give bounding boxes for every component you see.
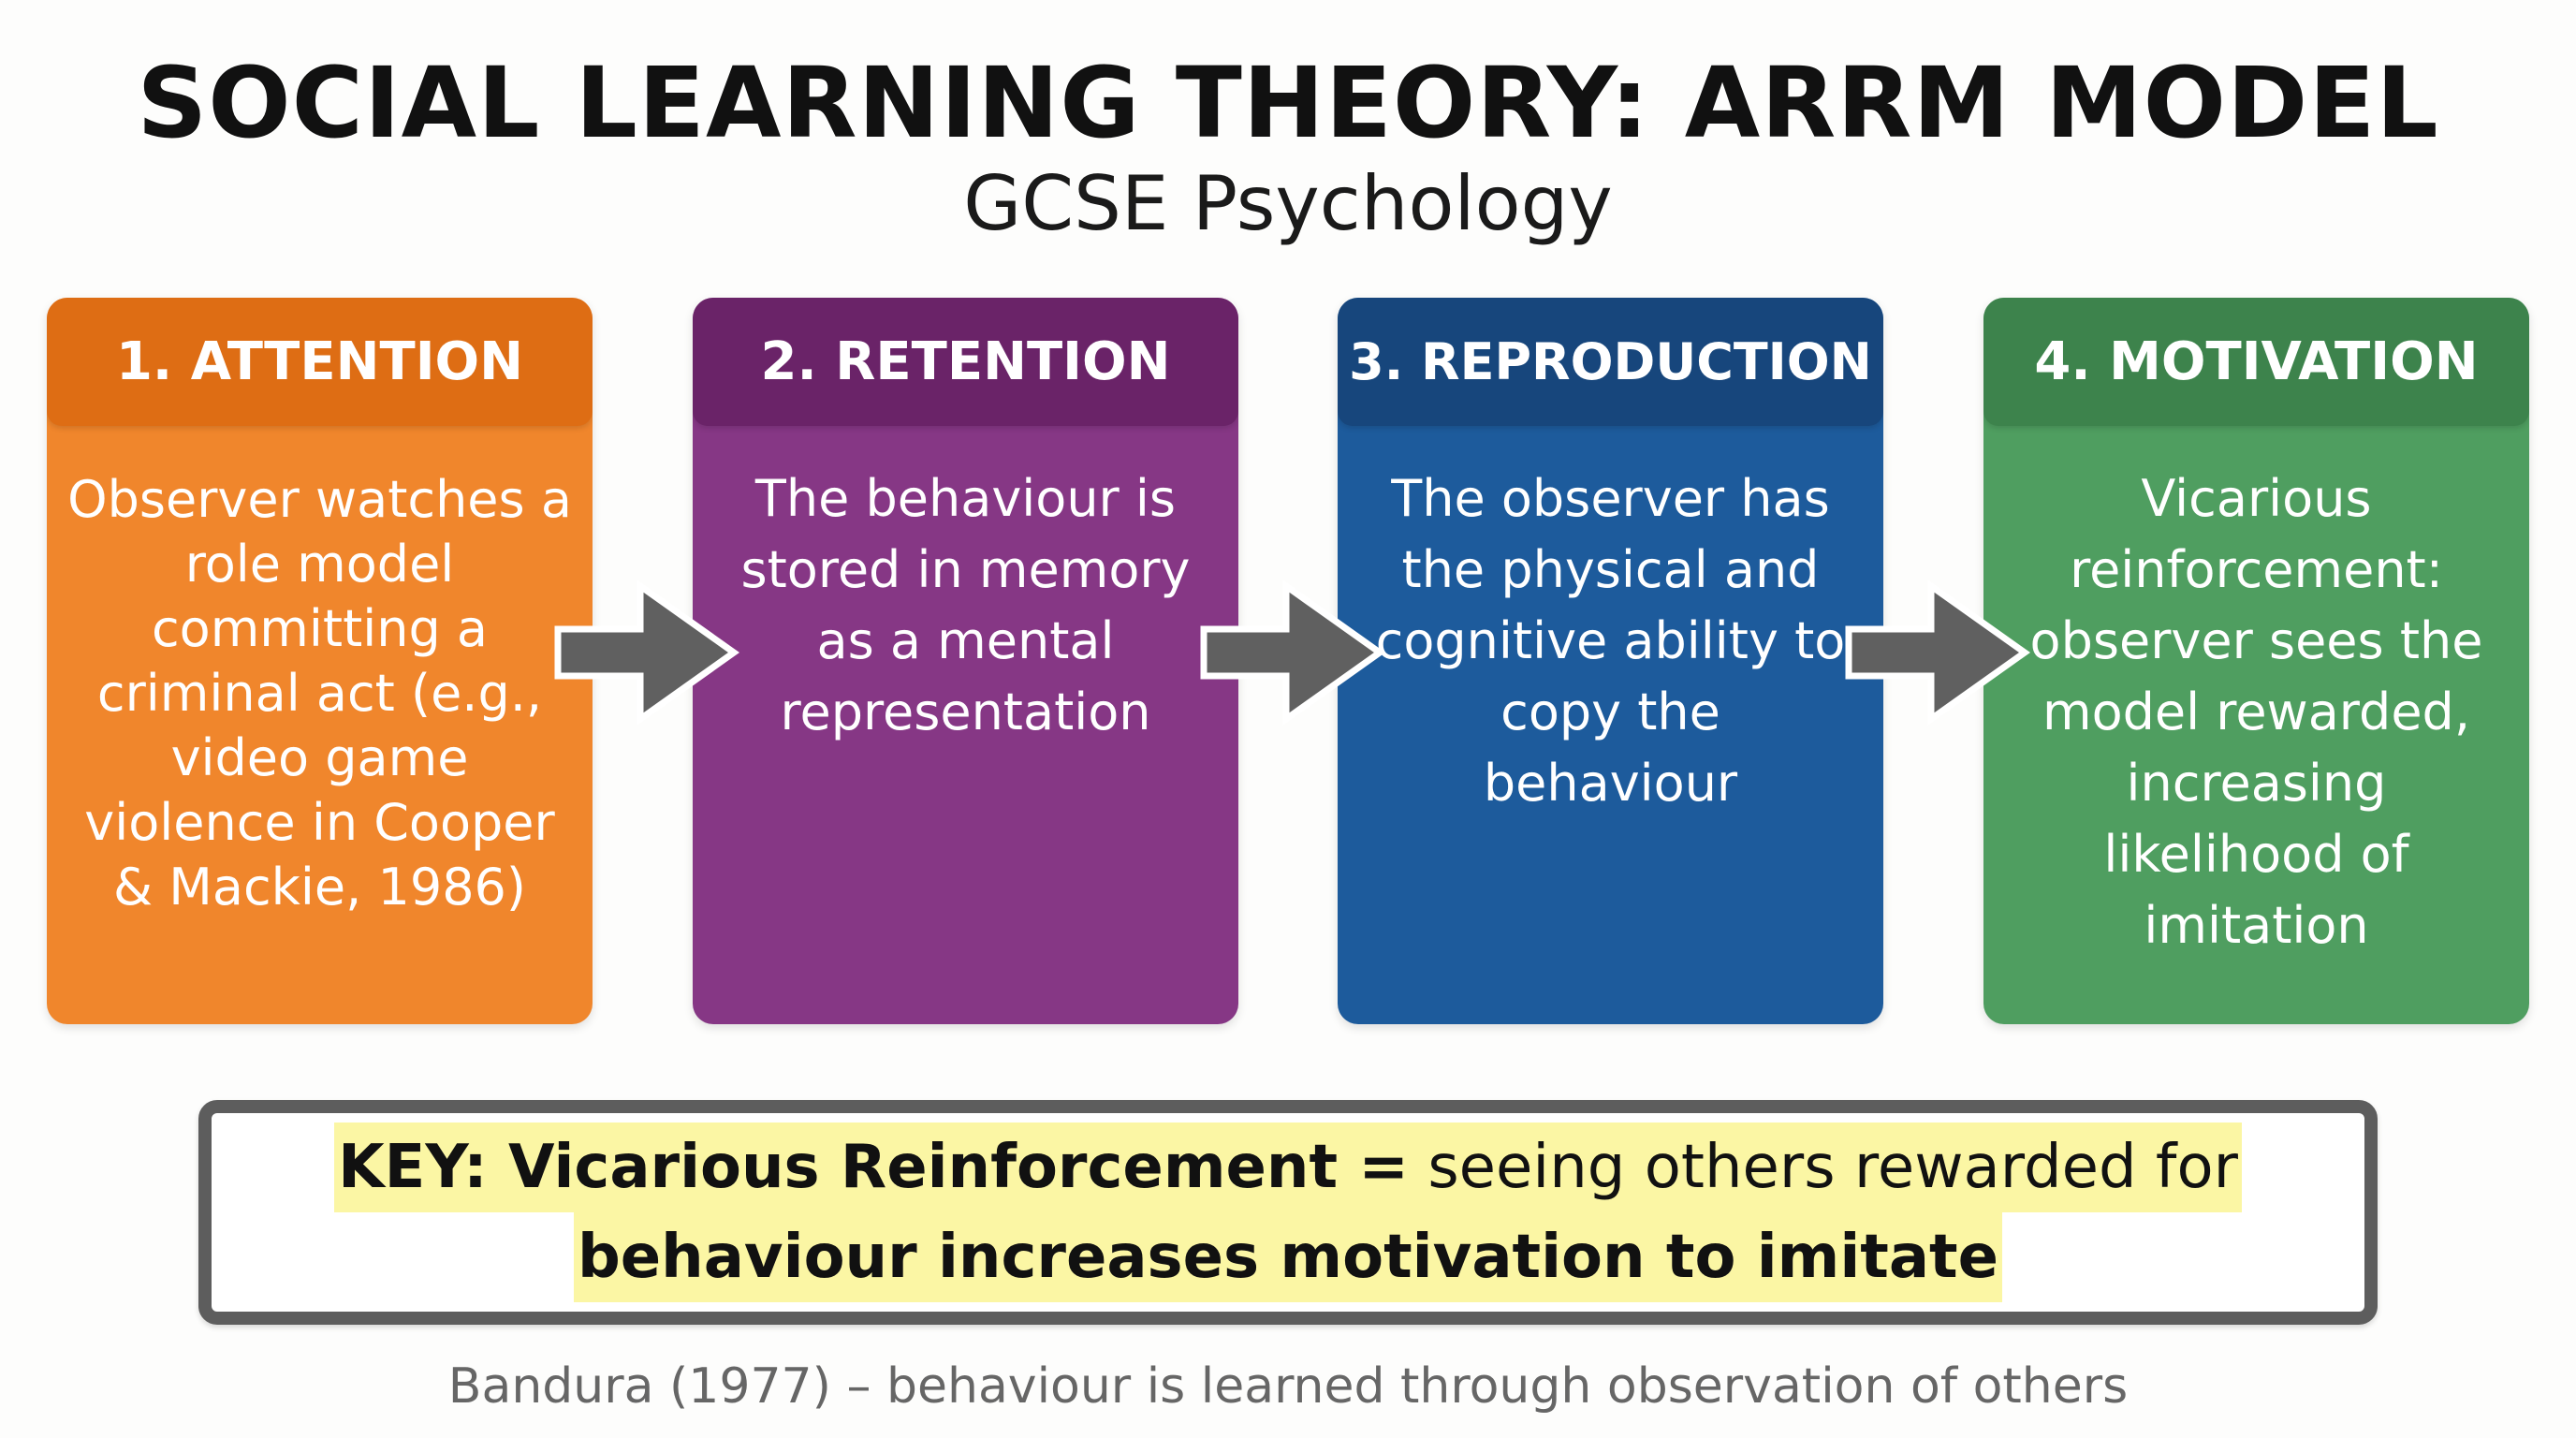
stage-title: 3. REPRODUCTION — [1338, 298, 1883, 426]
page-title: SOCIAL LEARNING THEORY: ARRM MODEL — [137, 46, 2439, 160]
stage-description: Observer watches a role model committing… — [67, 470, 572, 917]
stage-description: The observer has the physical and cognit… — [1375, 469, 1846, 813]
key-definition-part1: seeing others rewarded for — [1408, 1133, 2238, 1202]
stage-card-reproduction: 3. REPRODUCTION The observer has the phy… — [1338, 298, 1883, 1024]
key-definition-box: KEY: Vicarious Reinforcement = seeing ot… — [198, 1100, 2378, 1325]
arrow-right-icon — [1845, 580, 2031, 726]
page-subtitle: GCSE Psychology — [963, 160, 1613, 247]
stage-card-attention: 1. ATTENTION Observer watches a role mod… — [47, 298, 593, 1024]
key-line-1: KEY: Vicarious Reinforcement = seeing ot… — [334, 1123, 2242, 1212]
stage-description: The behaviour is stored in memory as a m… — [740, 469, 1191, 741]
footer-citation: Bandura (1977) – behaviour is learned th… — [447, 1358, 2129, 1415]
stage-title: 2. RETENTION — [693, 298, 1238, 426]
arrow-right-icon — [1200, 580, 1386, 726]
key-line-2: behaviour increases motivation to imitat… — [573, 1212, 2003, 1302]
stage-card-motivation: 4. MOTIVATION Vicarious reinforcement: o… — [1983, 298, 2529, 1024]
key-definition-part2: behaviour increases motivation to imitat… — [577, 1223, 1999, 1292]
stage-card-retention: 2. RETENTION The behaviour is stored in … — [693, 298, 1238, 1024]
stage-title: 4. MOTIVATION — [1983, 298, 2529, 426]
stage-title: 1. ATTENTION — [47, 298, 593, 426]
key-term: KEY: Vicarious Reinforcement = — [338, 1133, 1409, 1202]
arrow-right-icon — [554, 580, 740, 726]
stage-description: Vicarious reinforcement: observer sees t… — [2029, 469, 2483, 955]
